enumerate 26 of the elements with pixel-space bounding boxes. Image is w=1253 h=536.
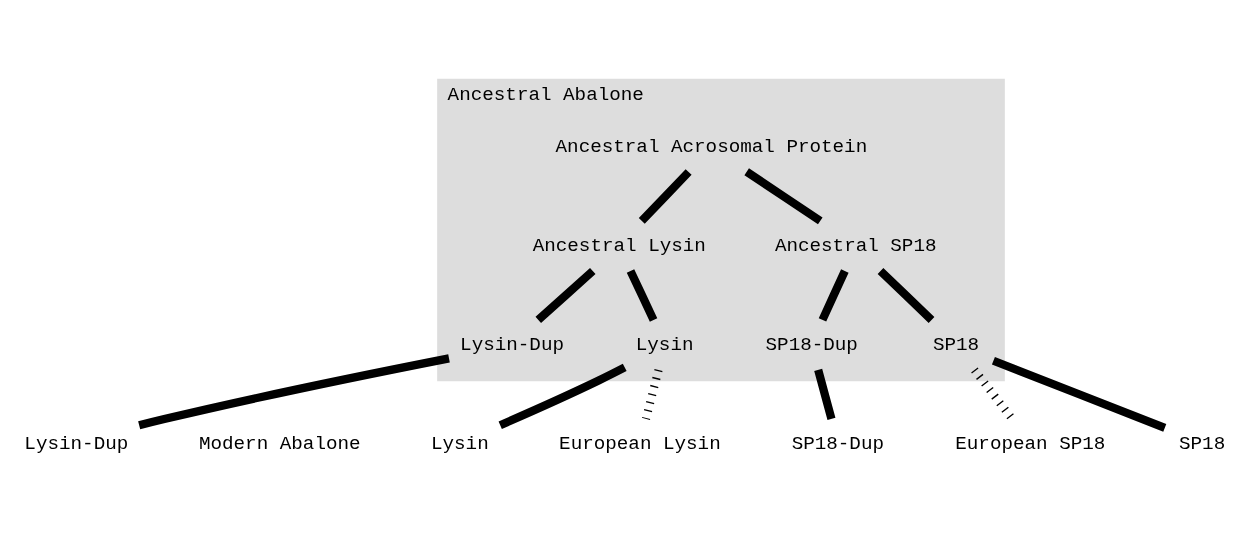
connector [744,167,823,224]
connector [535,267,596,323]
node-text: Lysin [430,432,489,455]
node-text: SP18 [932,333,980,356]
connector [138,353,450,429]
node-text: European Lysin [559,432,721,455]
connector [498,363,627,429]
node-text: Lysin-Dup [24,432,129,455]
label: Modern Abalone [198,432,361,455]
node-text: European SP18 [955,432,1106,455]
node-text: Ancestral Acrosomal Protein [555,135,868,158]
node-text: SP18-Dup [791,432,885,455]
connector [991,356,1167,432]
connector [626,268,658,322]
node-text: Ancestral Lysin [532,234,706,257]
node-text: Lysin-Dup [460,333,565,356]
connector [971,366,1016,421]
node-text: Ancestral SP18 [774,234,937,257]
connector [641,368,663,420]
connector [818,268,849,322]
connector [638,168,692,224]
node-text: SP18 [1179,432,1226,455]
node-text: SP18-Dup [765,333,858,356]
node-text: Lysin [635,333,694,356]
connector [877,267,935,323]
connector [814,368,836,420]
